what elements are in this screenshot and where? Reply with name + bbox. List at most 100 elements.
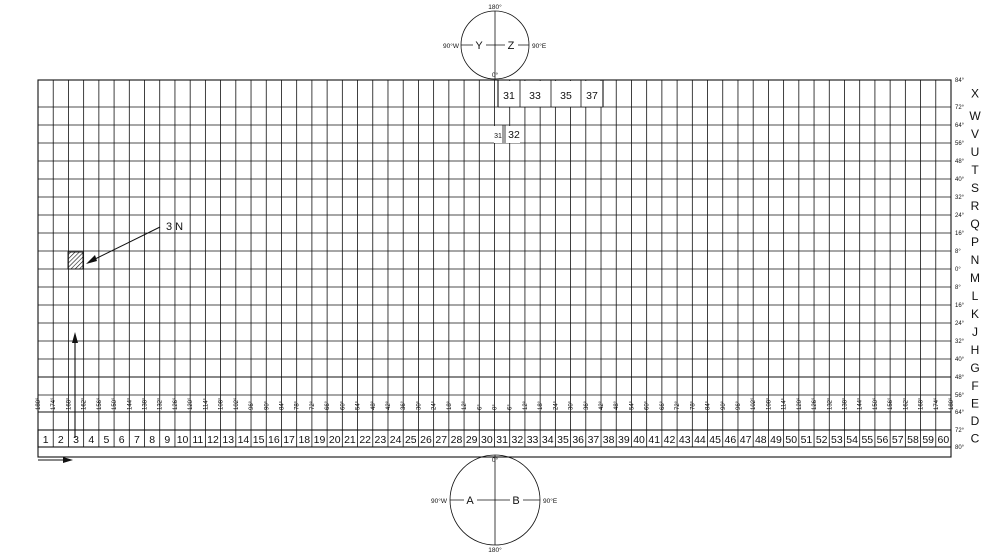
latitude-band-letter: F: [971, 379, 978, 393]
longitude-label: 48°: [371, 400, 377, 410]
latitude-band-letter: V: [971, 127, 979, 141]
longitude-label: 72°: [675, 400, 681, 410]
longitude-label: 144°: [858, 397, 864, 410]
zone-number: 38: [603, 434, 615, 446]
numbering-direction-arrow: [38, 457, 73, 463]
latitude-label: 72°: [955, 105, 965, 111]
longitude-label: 162°: [903, 397, 909, 410]
longitude-label: 36°: [401, 400, 407, 410]
latitude-label: 64°: [955, 410, 965, 416]
norway-zone-32: 32: [508, 129, 520, 141]
zone-number: 58: [907, 434, 919, 446]
longitude-label: 114°: [203, 397, 209, 410]
longitude-label: 84°: [706, 400, 712, 410]
callout-label: 3 N: [166, 221, 183, 233]
zone-number: 28: [451, 434, 463, 446]
longitude-label: 180°: [36, 397, 42, 410]
latitude-band-letter: N: [971, 253, 980, 267]
zone-number: 42: [664, 434, 676, 446]
zone-number: 2: [58, 434, 64, 446]
zone-number: 47: [740, 434, 752, 446]
latitude-label: 40°: [955, 177, 965, 183]
zone-number: 39: [618, 434, 630, 446]
latitude-label: 24°: [955, 321, 965, 327]
zone-number: 49: [770, 434, 782, 446]
zone-number: 10: [177, 434, 189, 446]
north-pole-top-label: 180°: [488, 3, 502, 11]
latitude-labels: 84°72°64°56°48°40°32°24°16°8°0°8°16°24°3…: [955, 78, 965, 451]
longitude-label: 66°: [660, 400, 666, 410]
south-pole-diagram: 0° 90°W 90°E 180° A B: [431, 454, 558, 554]
longitude-label: 90°: [721, 400, 727, 410]
zone-number: 16: [268, 434, 280, 446]
zone-number: 25: [405, 434, 417, 446]
svalbard-zone-37: 37: [586, 90, 598, 102]
zone-number: 17: [283, 434, 295, 446]
south-pole-left-label: 90°W: [431, 497, 448, 505]
zone-number: 20: [329, 434, 341, 446]
zone-number: 34: [542, 434, 554, 446]
zone-number: 6: [119, 434, 125, 446]
latitude-label: 48°: [955, 375, 965, 381]
latitude-band-letter: W: [969, 109, 981, 123]
zone-number: 24: [390, 434, 402, 446]
zone-number: 60: [938, 434, 950, 446]
latitude-label: 48°: [955, 159, 965, 165]
zone-number: 29: [466, 434, 478, 446]
longitude-label: 168°: [66, 397, 72, 410]
longitude-label: 24°: [553, 400, 559, 410]
latitude-band-letter: C: [971, 432, 980, 446]
longitude-label: 138°: [143, 397, 149, 410]
south-pole-bottom-label: 180°: [488, 546, 502, 554]
latitude-label: 32°: [955, 195, 965, 201]
longitude-label: 42°: [386, 400, 392, 410]
zone-number: 37: [588, 434, 600, 446]
longitude-label: 150°: [112, 397, 118, 410]
zone-number: 43: [679, 434, 691, 446]
longitude-label: 102°: [751, 397, 757, 410]
longitude-label: 144°: [127, 397, 133, 410]
zone-number: 22: [359, 434, 371, 446]
latitude-label: 80°: [955, 445, 965, 451]
zone-number: 9: [164, 434, 170, 446]
south-pole-top-label: 0°: [492, 456, 499, 464]
callout-arrow-head: [86, 255, 97, 264]
longitude-label: 54°: [356, 400, 362, 410]
longitude-label: 126°: [173, 397, 179, 410]
latitude-band-letter: R: [971, 199, 980, 213]
longitude-label: 66°: [325, 400, 331, 410]
zone-number: 57: [892, 434, 904, 446]
latitude-label: 84°: [955, 78, 965, 84]
callout-arrow-line: [88, 226, 161, 263]
zone-number: 52: [816, 434, 828, 446]
longitude-label: 12°: [462, 400, 468, 410]
latitude-band-letter: M: [970, 271, 980, 285]
latitude-band-letter: S: [971, 181, 979, 195]
latitude-label: 40°: [955, 357, 965, 363]
longitude-label: 18°: [538, 400, 544, 410]
longitude-label: 132°: [827, 397, 833, 410]
zone-number: 7: [134, 434, 140, 446]
longitude-label: 30°: [569, 400, 575, 410]
latitude-band-letter: L: [972, 289, 979, 303]
longitude-label: 108°: [219, 397, 225, 410]
longitude-label: 108°: [766, 397, 772, 410]
longitude-label: 18°: [447, 400, 453, 410]
latitude-label: 56°: [955, 141, 965, 147]
zone-number: 33: [527, 434, 539, 446]
latitude-band-letter: Q: [970, 217, 979, 231]
zone-a-label: A: [466, 495, 474, 507]
longitude-label: 114°: [782, 397, 788, 410]
norway-zone-31: 31: [494, 133, 502, 140]
zone-number: 32: [511, 434, 523, 446]
longitude-label: 120°: [188, 397, 194, 410]
zone-number: 4: [88, 434, 94, 446]
zone-number: 23: [375, 434, 387, 446]
longitude-label: 180°: [949, 397, 955, 410]
latitude-band-letter: E: [971, 397, 979, 411]
longitude-label: 102°: [234, 397, 240, 410]
latitude-band-letter: J: [972, 325, 978, 339]
zone-number: 30: [481, 434, 493, 446]
